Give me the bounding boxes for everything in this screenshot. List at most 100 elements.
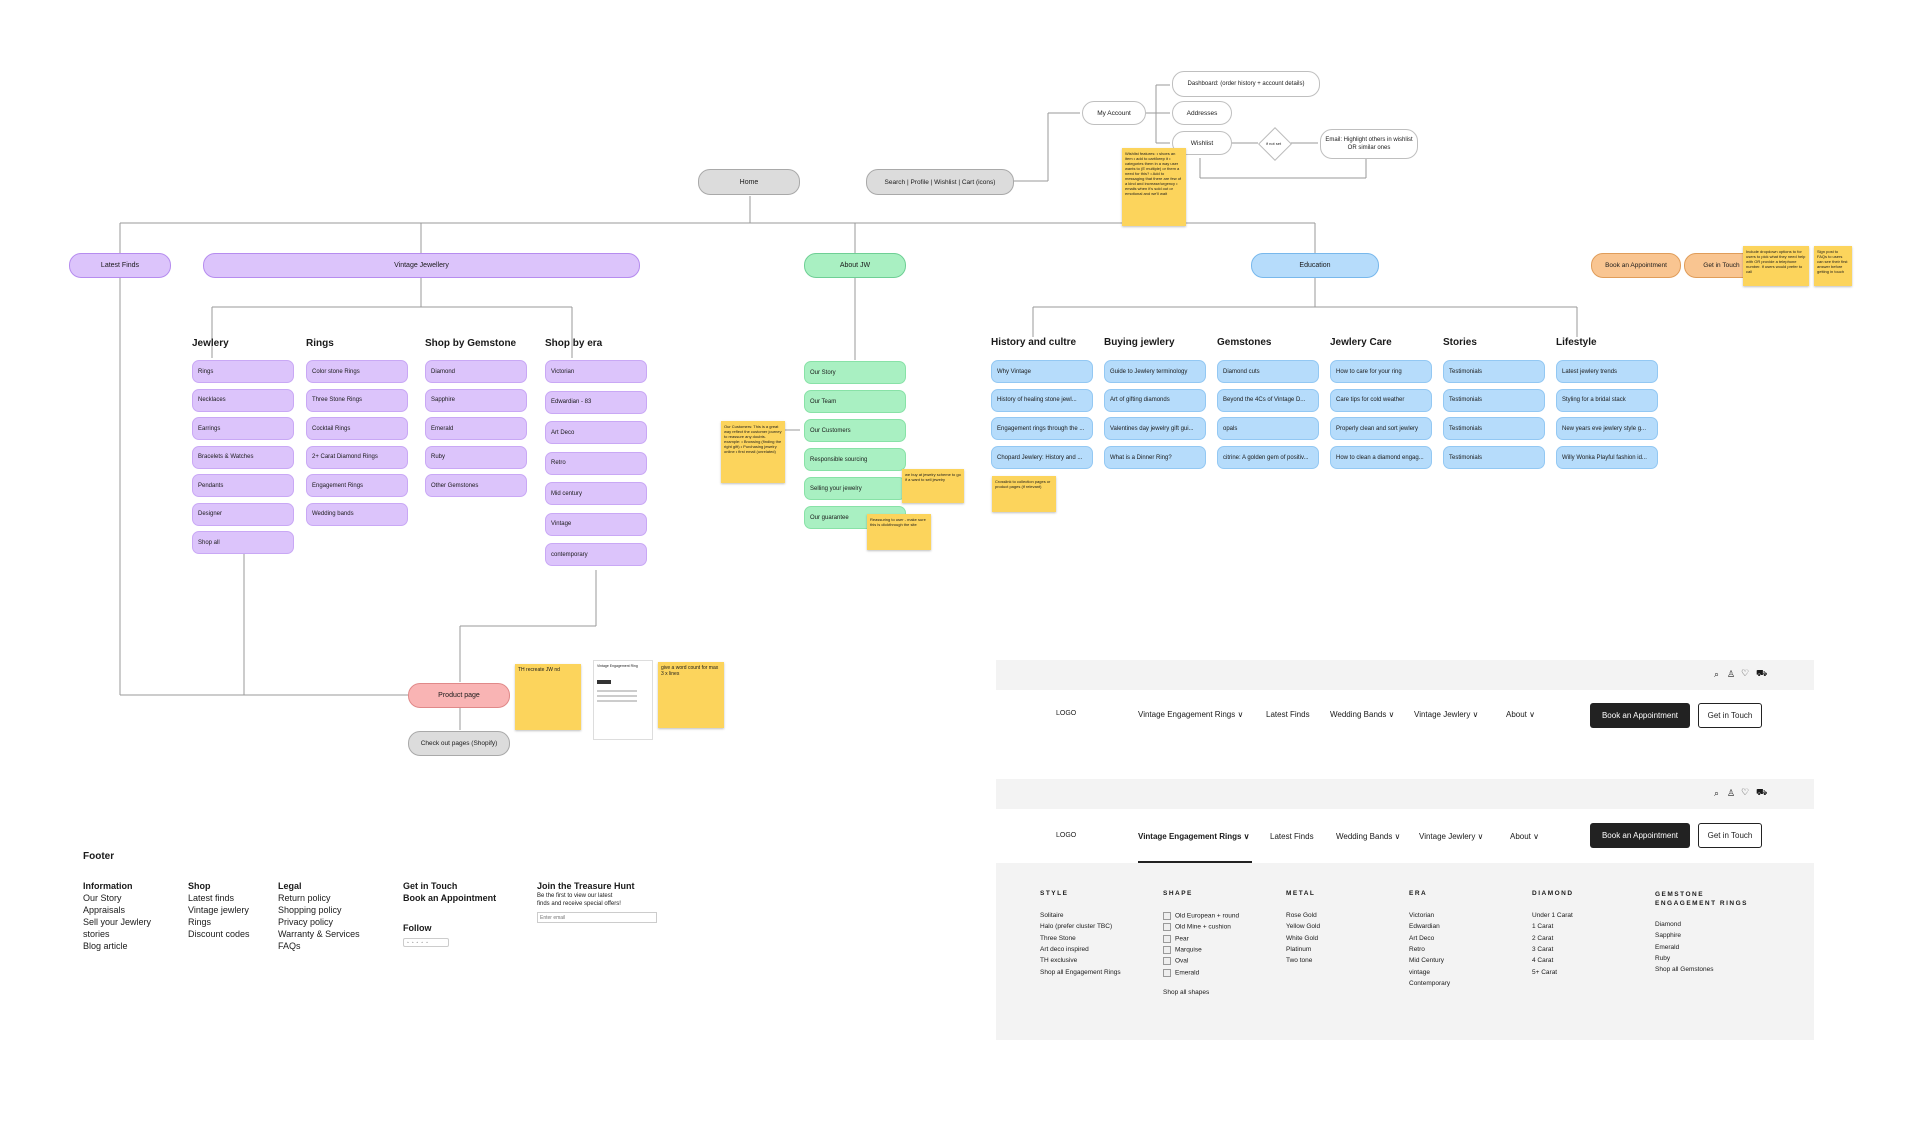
mega-menu-link[interactable]: Oval [1163,957,1188,966]
mega-menu-link[interactable]: TH exclusive [1040,957,1078,965]
list-item[interactable]: Three Stone Rings [306,388,408,412]
list-item[interactable]: Latest jewlery trends [1556,360,1658,383]
mega-menu-link[interactable]: Two tone [1286,957,1313,965]
list-item[interactable]: Art Deco [545,421,647,444]
logo[interactable]: LOGO [1056,710,1077,717]
list-item[interactable]: Properly clean and sort jewlery [1330,417,1432,441]
list-item[interactable]: Testimonials [1443,360,1545,383]
mega-menu-link[interactable]: Retro [1409,945,1425,953]
list-item[interactable]: History of healing stone jewl... [991,388,1093,412]
profile-icon[interactable]: ♙ [1727,788,1736,798]
nav-vintage-jewlery[interactable]: Vintage Jewlery ∨ [1419,832,1484,841]
mega-menu-link[interactable]: Emerald [1655,943,1680,951]
list-item[interactable]: Styling for a bridal stack [1556,388,1658,412]
list-item[interactable]: Testimonials [1443,417,1545,441]
mega-menu-link[interactable]: Sapphire [1655,932,1682,940]
mega-menu-link[interactable]: Platinum [1286,945,1312,953]
mega-menu-link[interactable]: Victorian [1409,912,1435,919]
search-icon[interactable]: ⌕ [1714,669,1720,679]
mega-menu-link[interactable]: 2 Carat [1532,934,1554,942]
mega-menu-link[interactable]: Edwardian [1409,923,1440,931]
mega-menu-link[interactable]: Mid Century [1409,957,1445,965]
list-item[interactable]: Beyond the 4Cs of Vintage D... [1217,388,1319,412]
footer-link[interactable]: Discount codes [188,929,250,939]
mega-menu-link[interactable]: Old European + round [1163,912,1239,920]
list-item[interactable]: Color stone Rings [306,360,408,383]
list-item[interactable]: opals [1217,417,1319,441]
list-item[interactable]: Why Vintage [991,360,1093,383]
list-item[interactable]: What is a Dinner Ring? [1104,446,1206,470]
footer-link[interactable]: Shopping policy [278,905,342,915]
list-item[interactable]: Our Customers [804,419,906,442]
footer-link[interactable]: FAQs [278,941,301,951]
list-item[interactable]: How to clean a diamond engag... [1330,446,1432,470]
list-item[interactable]: Testimonials [1443,388,1545,412]
list-item[interactable]: How to care for your ring [1330,360,1432,383]
mega-menu-link[interactable]: vintage [1409,968,1430,976]
mega-menu-link[interactable]: Emerald [1163,968,1199,977]
list-item[interactable]: Necklaces [192,388,294,412]
mega-menu-link[interactable]: Shop all Gemstones [1655,966,1714,974]
profile-icon[interactable]: ♙ [1727,669,1736,679]
newsletter-email-input[interactable] [537,912,657,923]
list-item[interactable]: Art of gifting diamonds [1104,388,1206,412]
footer-book-link[interactable]: Book an Appointment [403,893,497,903]
footer-link[interactable]: stories [83,929,110,939]
footer-link[interactable]: Privacy policy [278,917,334,927]
book-appointment-button[interactable]: Book an Appointment [1590,703,1690,728]
list-item[interactable]: Care tips for cold weather [1330,388,1432,412]
nav-wedding-bands[interactable]: Wedding Bands ∨ [1336,832,1401,841]
list-item[interactable]: Guide to Jewlery terminology [1104,360,1206,383]
list-item[interactable]: Willy Wonka Playful fashion id... [1556,446,1658,470]
list-item[interactable]: Victorian [545,360,647,383]
list-item[interactable]: Engagement Rings [306,474,408,497]
list-item[interactable]: Pendants [192,474,294,497]
mega-menu-link[interactable]: 1 Carat [1532,923,1554,931]
list-item[interactable]: Shop all [192,531,294,554]
list-item[interactable]: Retro [545,451,647,475]
footer-link[interactable]: Vintage jewlery [188,905,249,915]
footer-link[interactable]: Return policy [278,893,331,903]
list-item[interactable]: Diamond [425,360,527,383]
mega-menu-link[interactable]: White Gold [1286,934,1319,942]
list-item[interactable]: Mid century [545,482,647,505]
footer-link[interactable]: Latest finds [188,893,235,903]
heart-icon[interactable]: ♡ [1741,787,1750,797]
list-item[interactable]: Testimonials [1443,446,1545,470]
list-item[interactable]: Designer [192,502,294,526]
list-item[interactable]: New years eve jewlery style g... [1556,417,1658,441]
mega-menu-link[interactable]: Under 1 Carat [1532,912,1573,919]
nav-wedding-bands[interactable]: Wedding Bands ∨ [1330,710,1395,719]
nav-latest-finds[interactable]: Latest Finds [1266,710,1310,719]
list-item[interactable]: Other Gemstones [425,474,527,497]
nav-about[interactable]: About ∨ [1506,710,1535,719]
shop-all-shapes-link[interactable]: Shop all shapes [1163,988,1210,996]
footer-link[interactable]: Sell your Jewlery [83,917,152,927]
mega-menu-link[interactable]: Pear [1163,934,1189,943]
list-item[interactable]: Engagement rings through the ... [991,417,1093,441]
mega-menu-link[interactable]: Art deco inspired [1040,945,1089,953]
list-item[interactable]: Cocktail Rings [306,417,408,440]
list-item[interactable]: Emerald [425,417,527,440]
mega-menu-link[interactable]: Art Deco [1409,934,1435,942]
nav-vintage-jewlery[interactable]: Vintage Jewlery ∨ [1414,710,1479,719]
mega-menu-link[interactable]: Contemporary [1409,979,1451,987]
logo[interactable]: LOGO [1056,832,1077,839]
footer-link[interactable]: Warranty & Services [278,929,360,939]
list-item[interactable]: Responsible sourcing [804,448,906,471]
heart-icon[interactable]: ♡ [1741,668,1750,678]
list-item[interactable]: Our Team [804,390,906,413]
list-item[interactable]: Chopard Jewlery: History and ... [991,446,1093,470]
mega-menu-link[interactable]: Three Stone [1040,934,1076,942]
mega-menu-link[interactable]: Diamond [1655,921,1682,928]
checkbox[interactable] [1163,934,1171,943]
nav-engagement-rings-active[interactable]: Vintage Engagement Rings ∨ [1138,832,1250,841]
mega-menu-link[interactable]: 4 Carat [1532,957,1554,965]
get-in-touch-button[interactable]: Get in Touch [1698,703,1762,728]
list-item[interactable]: Edwardian - 83 [545,390,647,414]
checkbox[interactable] [1163,957,1171,966]
social-icons[interactable]: ◦◦◦◦◦ [403,938,449,947]
mega-menu-link[interactable]: Old Mine + cushion [1163,923,1231,932]
mega-menu-link[interactable]: Marquise [1163,945,1202,954]
nav-about[interactable]: About ∨ [1510,832,1539,841]
